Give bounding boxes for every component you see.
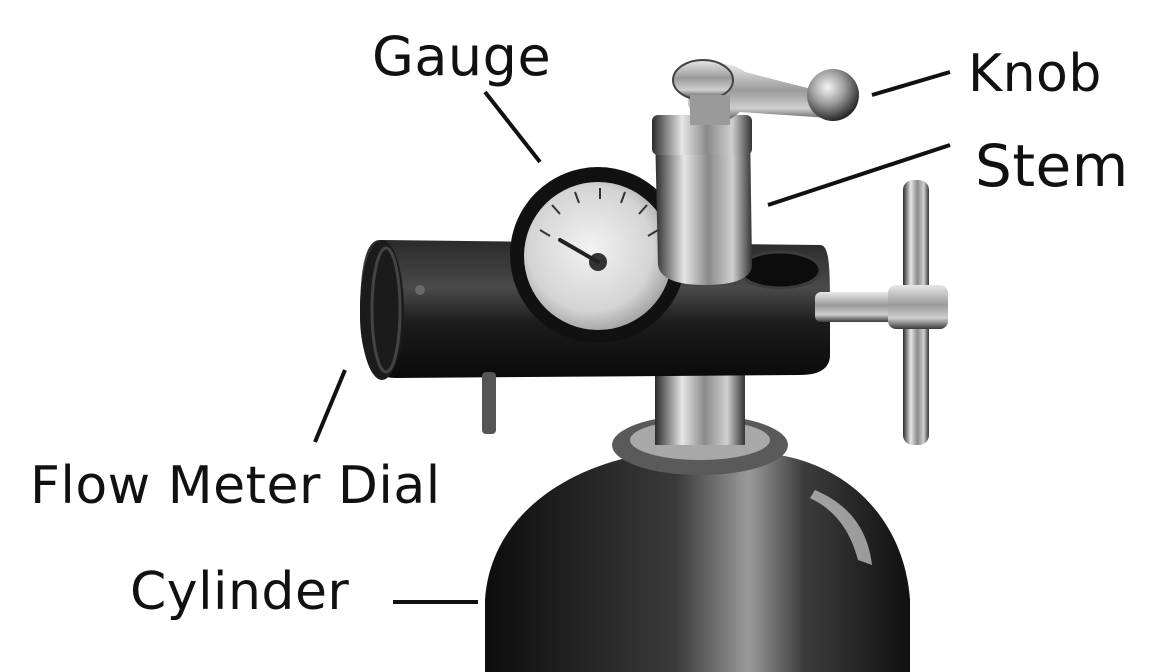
leader-flow-meter-dial xyxy=(313,369,347,443)
knob-neck xyxy=(690,95,730,125)
knob-cap xyxy=(672,59,734,101)
cylinder-highlight xyxy=(810,490,872,565)
gauge-needle xyxy=(558,238,600,264)
t-handle-collar xyxy=(888,285,948,329)
leader-knob xyxy=(871,70,951,97)
valve-stem xyxy=(655,125,752,285)
gauge-ticks xyxy=(539,188,659,237)
flow-meter-dial-label: Flow Meter Dial xyxy=(30,456,441,516)
flow-meter-dial-rim xyxy=(370,246,402,374)
outlet-nipple xyxy=(482,372,496,434)
knob-label: Knob xyxy=(968,44,1102,104)
gauge-label: Gauge xyxy=(372,25,552,88)
flow-meter-dial xyxy=(360,240,404,380)
leader-stem xyxy=(767,143,951,207)
leader-gauge xyxy=(483,90,542,164)
valve-post xyxy=(655,365,745,445)
cylinder-body xyxy=(485,455,910,672)
knob-ball xyxy=(807,69,859,121)
cylinder-label: Cylinder xyxy=(130,562,350,622)
yoke-ring xyxy=(738,250,822,290)
flow-meter-dial-dot xyxy=(415,285,425,295)
stem-label: Stem xyxy=(975,132,1129,200)
